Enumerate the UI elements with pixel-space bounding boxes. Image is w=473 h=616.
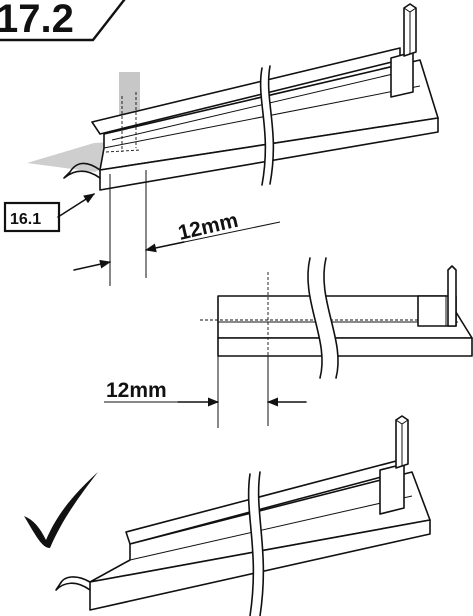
checkmark-icon	[24, 472, 98, 548]
step-badge: 17.2	[0, 0, 126, 42]
bottom-shelf-assembly	[55, 415, 431, 616]
reference-callout: 16.1	[3, 193, 95, 233]
profile-front-curl	[63, 162, 101, 179]
step-number: 17.2	[0, 0, 74, 41]
middle-top-view	[200, 257, 473, 379]
reference-arrow	[57, 193, 95, 218]
end-cap	[390, 51, 414, 98]
reference-label: 16.1	[10, 211, 41, 228]
middle-dimension: 12mm	[104, 356, 307, 428]
top-shelf-assembly	[27, 3, 439, 191]
middle-dimension-label: 12mm	[106, 379, 167, 402]
top-dimension-label: 12mm	[176, 209, 240, 245]
